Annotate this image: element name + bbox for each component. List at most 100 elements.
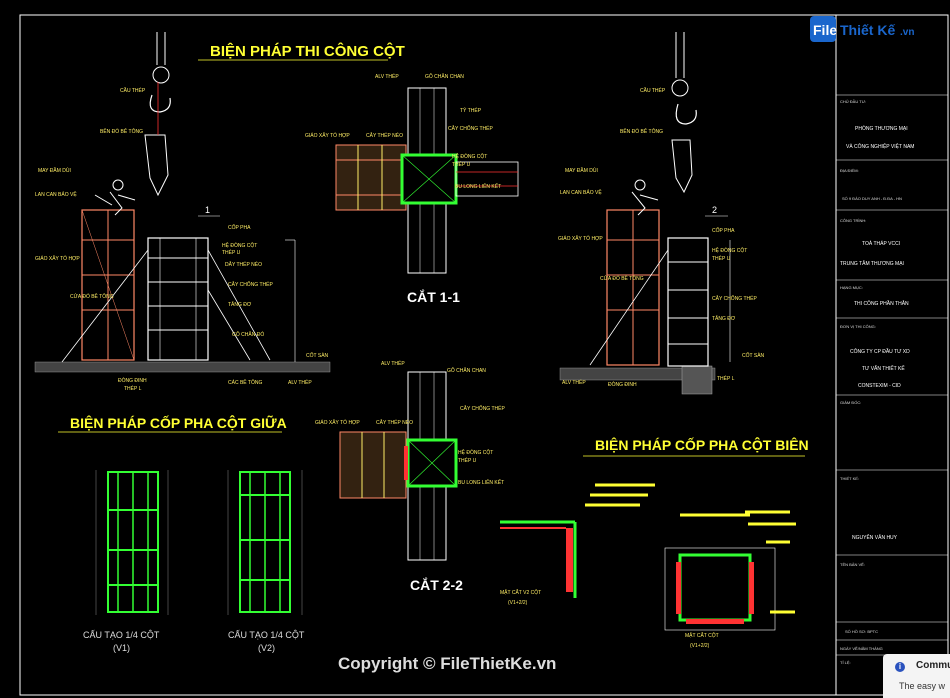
label: MAY ĐẦM DÙI (38, 167, 71, 174)
cut-2-2-caption: CẮT 2-2 (410, 576, 463, 593)
label: CỐT SÀN (742, 352, 765, 359)
label: MẶT CẮT V2 CỘT (500, 588, 541, 596)
label: THÉP U (452, 161, 471, 168)
plan-section-1-1: ALV THÉP GỖ CHÂN CHAN GIÁO XÂY TỔ HỢP CÂ… (305, 73, 519, 305)
label: GIÁO XÂY TỔ HỢP (558, 235, 603, 242)
label: CÂY CHỐNG THÉP (460, 405, 505, 412)
label: THÉP L (717, 375, 735, 382)
copyright-text: Copyright © FileThietKe.vn (338, 654, 556, 673)
tb-project-2: TRUNG TÂM THƯƠNG MẠI (840, 260, 904, 267)
plan-section-2-2: ALV THÉP GỖ CHÂN CHAN GIÁO XÂY TỔ HỢP CÂ… (315, 360, 505, 593)
label: LAN CAN BẢO VỆ (560, 188, 602, 196)
tb-date: NGÀY VẼ/NĂM THÁNG (840, 646, 883, 651)
tb-owner-1: PHÒNG THƯƠNG MẠI (855, 125, 908, 132)
label: CÁC BÊ TÔNG (228, 378, 262, 386)
label: CỐP PHA (228, 224, 251, 231)
label: CỐT SÀN (306, 352, 329, 359)
filethietke-logo: File Thiết Kế .vn (810, 16, 914, 42)
tb-contractor-label: ĐƠN VỊ THI CÔNG: (840, 324, 876, 329)
label: CÂY CHỐNG THÉP (448, 125, 493, 132)
v1-caption: CẤU TẠO 1/4 CỘT (83, 630, 160, 640)
edge-detail-2: MẶT CẮT CỘT (V1+2/2) (664, 510, 796, 649)
tb-company-1: CÔNG TY CP ĐẦU TƯ XD (850, 348, 910, 355)
label: THÉP U (222, 249, 241, 256)
label: LAN CAN BẢO VỆ (35, 190, 77, 198)
label: HỆ ĐÒNG CỘT (458, 448, 493, 456)
label: BU LONG LIÊN KẾT (455, 182, 501, 190)
tb-owner-label: CHỦ ĐẦU TƯ: (840, 99, 866, 104)
label: (V1+2/2) (690, 643, 710, 649)
label: GỖ CHÂN ĐÓ (232, 331, 264, 338)
label: CỬA ĐỔ BÊ TÔNG (600, 274, 644, 282)
right-elevation: 2 CẦU THÉP BÊN ĐỔ BÊ TÔNG MAY ĐẦM DÙI LA… (558, 32, 765, 395)
notification-title: Commu (916, 660, 950, 671)
section-mark-2: 2 (712, 205, 717, 215)
v2-sub: (V2) (258, 643, 275, 653)
v2-caption: CẤU TẠO 1/4 CỘT (228, 630, 305, 640)
label: (V1+2/2) (508, 600, 528, 606)
tb-address: SỐ 9 ĐÀO DUY ANH - Đ.ĐA - HN (842, 196, 902, 201)
label: GIÁO XÂY TỔ HỢP (35, 255, 80, 262)
left-elevation: 1 CẦU THÉP BÊN ĐỔ BÊ TÔNG MAY ĐẦM DÙI LA… (34, 32, 331, 392)
info-icon: i (895, 662, 905, 672)
section-mark-1: 1 (205, 205, 210, 215)
label: TỶ THÉP (460, 107, 482, 114)
edge-title: BIỆN PHÁP CỐP PHA CỘT BIÊN (595, 436, 809, 453)
label: GIÁO XÂY TỔ HỢP (305, 132, 350, 139)
label: GIÁO XÂY TỔ HỢP (315, 419, 360, 426)
label: ĐÒNG ĐINH (608, 381, 637, 388)
logo-main: Thiết Kế (840, 22, 895, 38)
label: BÊN ĐỔ BÊ TÔNG (100, 127, 143, 135)
label: DÂY THÉP NÉO (225, 261, 262, 268)
tb-owner-2: VÀ CÔNG NGHIỆP VIỆT NAM (846, 142, 914, 150)
title-block: CHỦ ĐẦU TƯ: PHÒNG THƯƠNG MẠI VÀ CÔNG NGH… (836, 94, 948, 665)
tb-company-3: CONSTEXIM - CID (858, 383, 901, 389)
tb-director-label: GIÁM ĐỐC: (840, 400, 861, 405)
label: HỆ ĐÒNG CỘT (222, 241, 257, 249)
label: CÂY CHỐNG THÉP (228, 281, 273, 288)
tb-drawing-name-label: TÊN BẢN VẼ: (840, 562, 865, 567)
detail-v2: CẤU TẠO 1/4 CỘT (V2) (227, 470, 305, 653)
tb-designer: NGUYỄN VĂN HUY (852, 534, 898, 541)
label: CÂY CHỐNG THÉP (712, 295, 757, 302)
label: ALV THÉP (381, 360, 405, 367)
tb-project-label: CÔNG TRÌNH: (840, 218, 866, 223)
label: MẶT CẮT CỘT (685, 631, 719, 639)
label: ALV THÉP (375, 73, 399, 80)
edge-detail-1: MẶT CẮT V2 CỘT (V1+2/2) (500, 483, 655, 606)
main-title: BIỆN PHÁP THI CÔNG CỘT (210, 42, 405, 60)
label: HỆ ĐÒNG CỘT (452, 152, 487, 160)
label: BU LONG LIÊN KẾT (458, 478, 504, 486)
tb-item-label: HẠNG MỤC: (840, 285, 863, 290)
label: TĂNG ĐƠ (228, 301, 252, 308)
logo-prefix: File (813, 22, 837, 38)
tb-scale: TỈ LỆ: (840, 660, 851, 665)
detail-v1: CẤU TẠO 1/4 CỘT (V1) (83, 470, 169, 653)
label: TĂNG ĐƠ (712, 315, 736, 322)
logo-badge-icon (810, 16, 836, 42)
drawing-frame (19, 14, 949, 696)
middle-title: BIỆN PHÁP CỐP PHA CỘT GIỮA (70, 414, 287, 431)
label: THÉP U (712, 255, 731, 262)
label: CẦU THÉP (120, 87, 146, 94)
v1-sub: (V1) (113, 643, 130, 653)
label: CÂY THÉP NÉO (366, 132, 403, 139)
label: ĐÒNG ĐINH (118, 377, 147, 384)
tb-file-no: SỐ HỒ SƠ: BPTC (845, 629, 878, 634)
tb-designer-label: THIẾT KẾ: (840, 476, 859, 481)
label: ALV THÉP (288, 379, 312, 386)
label: THÉP L (124, 385, 142, 392)
notification-toast[interactable]: i Commu The easy w (883, 654, 950, 698)
label: BÊN ĐỔ BÊ TÔNG (620, 127, 663, 135)
cut-1-1-caption: CẮT 1-1 (407, 288, 460, 305)
label: CỐP PHA (712, 227, 735, 234)
label: HỆ ĐÒNG CỘT (712, 246, 747, 254)
label: CÂY THÉP NÉO (376, 419, 413, 426)
label: THÉP U (458, 457, 477, 464)
logo-suffix: .vn (900, 27, 914, 38)
label: CẦU THÉP (640, 87, 666, 94)
tb-item: THI CÔNG PHẦN THÂN (854, 300, 909, 307)
tb-company-2: TƯ VẤN THIẾT KẾ (862, 365, 905, 372)
label: GỖ CHÂN CHAN (447, 367, 486, 374)
